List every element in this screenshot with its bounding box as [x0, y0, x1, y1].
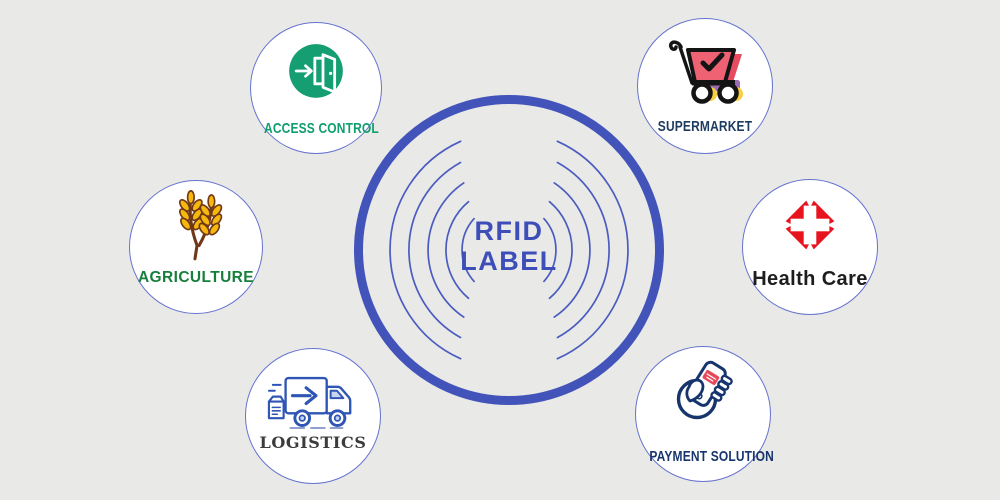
medical-cross-icon	[779, 194, 841, 256]
center-title-line1: RFID	[474, 216, 544, 246]
shopping-cart-icon	[668, 40, 743, 104]
center-title: RFID LABEL	[409, 216, 609, 276]
wheat-icon	[178, 190, 223, 261]
door-entry-icon	[289, 44, 343, 98]
node-payment-solution: PAYMENT SOLUTION	[635, 346, 774, 482]
node-label-agriculture: AGRICULTURE	[137, 269, 255, 286]
delivery-truck-icon	[267, 376, 352, 429]
node-supermarket: SUPERMARKET	[637, 18, 773, 154]
hand-phone-pay-icon	[676, 360, 733, 420]
rfid-center-ring	[354, 95, 664, 405]
center-title-line2: LABEL	[460, 246, 558, 277]
node-label-supermarket: SUPERMARKET	[657, 118, 753, 135]
node-label-payment-solution: PAYMENT SOLUTION	[649, 448, 774, 465]
radio-waves-icon	[389, 140, 629, 360]
node-label-health-care: Health Care	[752, 268, 868, 290]
node-access-control: ACCESS CONTROL	[250, 22, 382, 154]
node-agriculture: AGRICULTURE	[129, 180, 263, 314]
node-logistics: LOGISTICS	[245, 348, 381, 484]
node-label-logistics: LOGISTICS	[259, 433, 367, 452]
node-health-care: Health Care	[742, 179, 878, 315]
node-label-access-control: ACCESS CONTROL	[264, 120, 379, 137]
